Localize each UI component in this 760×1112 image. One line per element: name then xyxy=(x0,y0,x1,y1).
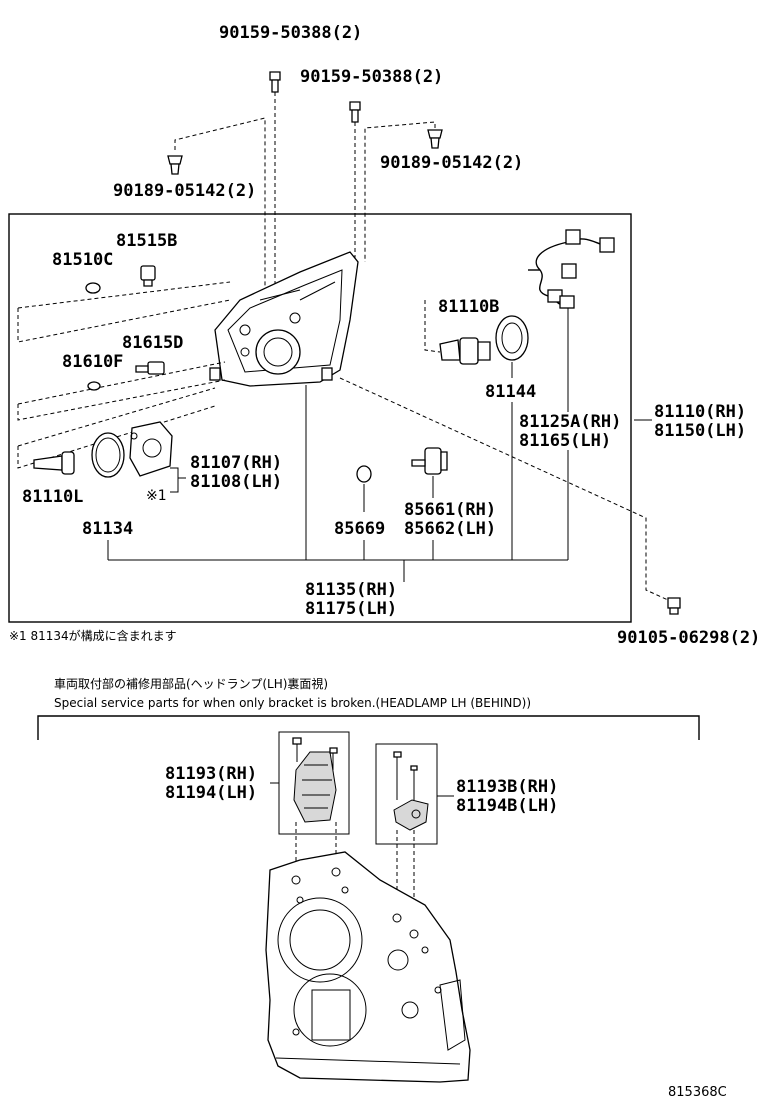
label-top-bolt-left: 90159-50388(2) xyxy=(219,23,362,43)
section-title-en: Special service parts for when only brac… xyxy=(54,696,531,710)
label-81107: 81107(RH) xyxy=(190,453,282,473)
diagram-code: 815368C xyxy=(668,1085,727,1100)
label-81194b: 81194B(LH) xyxy=(456,796,558,816)
label-81175: 81175(LH) xyxy=(305,599,397,619)
label-81150: 81150(LH) xyxy=(654,421,746,441)
label-81144: 81144 xyxy=(485,382,536,402)
label-81615d: 81615D xyxy=(122,333,183,353)
section-bracket xyxy=(37,715,700,740)
label-81110b: 81110B xyxy=(438,297,499,317)
label-85661: 85661(RH) xyxy=(404,500,496,520)
headlamp-assembly xyxy=(209,251,359,387)
label-81110l: 81110L xyxy=(22,487,83,507)
headlamp-housing-back xyxy=(265,851,471,1083)
label-81194: 81194(LH) xyxy=(165,783,257,803)
bracket-icon-81193 xyxy=(292,737,338,823)
wire-harness-icon-81125a xyxy=(528,229,615,309)
socket-icon-81515b xyxy=(140,265,156,287)
bolt-icon-90105 xyxy=(667,597,681,615)
o-ring-icon-85669 xyxy=(356,465,372,483)
bulb-icon-81110l xyxy=(33,451,75,475)
label-81193: 81193(RH) xyxy=(165,764,257,784)
label-85669: 85669 xyxy=(334,519,385,539)
clip-icon-right xyxy=(427,129,443,149)
label-81610f: 81610F xyxy=(62,352,123,372)
leader-lines xyxy=(107,308,652,582)
label-clip-right: 90189-05142(2) xyxy=(380,153,523,173)
label-85662: 85662(LH) xyxy=(404,519,496,539)
label-90105: 90105-06298(2) xyxy=(617,628,760,648)
footnote: ※1 81134が構成に含まれます xyxy=(9,628,177,643)
cover-icon-81107 xyxy=(129,421,173,477)
label-81510c: 81510C xyxy=(52,250,113,270)
bolt-icon-top-left xyxy=(269,71,281,93)
label-ref1: ※1 xyxy=(146,488,167,504)
label-81110: 81110(RH) xyxy=(654,402,746,422)
ring-icon-81144 xyxy=(495,315,529,361)
label-top-bolt-right: 90159-50388(2) xyxy=(300,67,443,87)
label-81108: 81108(LH) xyxy=(190,472,282,492)
gasket-ring-icon-81134 xyxy=(91,432,125,478)
label-81134: 81134 xyxy=(82,519,133,539)
bracket-icon-81193b xyxy=(393,751,429,831)
section-title-jp: 車両取付部の補修用部品(ヘッドランプ(LH)裏面視) xyxy=(54,676,328,691)
bulb-icon-81110b xyxy=(439,337,491,365)
label-81193b: 81193B(RH) xyxy=(456,777,558,797)
socket-icon-81615d xyxy=(135,361,165,375)
bulb-icon-81610f xyxy=(87,381,101,391)
actuator-icon-85661 xyxy=(411,447,448,475)
clip-icon-left xyxy=(167,155,183,175)
label-81125a: 81125A(RH) xyxy=(519,412,621,432)
label-clip-left: 90189-05142(2) xyxy=(113,181,256,201)
label-81135: 81135(RH) xyxy=(305,580,397,600)
label-81515b: 81515B xyxy=(116,231,177,251)
main-frame xyxy=(8,213,632,623)
label-81165: 81165(LH) xyxy=(519,431,611,451)
bracket-box-81193b xyxy=(375,743,438,845)
bolt-icon-top-right xyxy=(349,101,361,123)
bulb-icon-81510c xyxy=(85,282,101,294)
